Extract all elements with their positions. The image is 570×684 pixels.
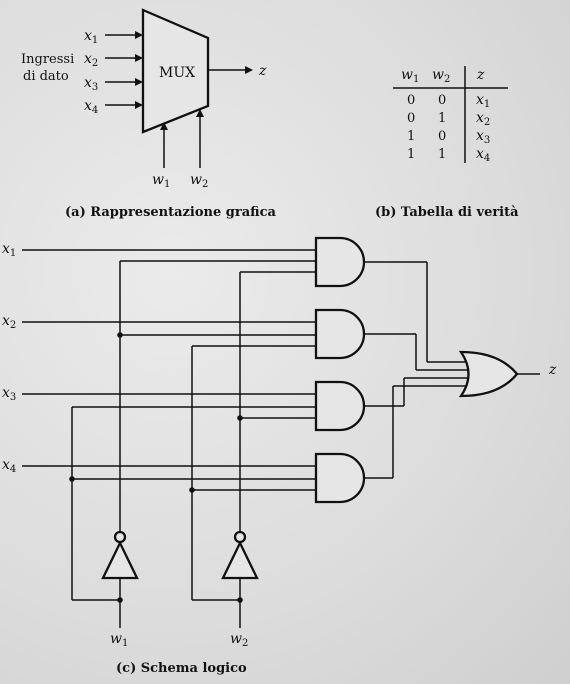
tt-header-w2: w2 [432,67,450,85]
svg-text:x1: x1 [476,92,490,110]
svg-text:0: 0 [438,129,446,144]
svg-text:0: 0 [407,93,415,108]
select-bus-wires [71,260,316,628]
mux-select-w1-label: w1 [152,172,170,190]
svg-text:0: 0 [438,93,446,108]
panel-b-caption: (b) Tabella di verità [375,205,519,220]
tt-header-z: z [476,67,485,83]
and-gate-2 [314,308,366,360]
tt-header-w1: w1 [401,67,419,85]
svg-text:1: 1 [438,147,446,162]
junction-dots [69,332,243,603]
not-gate-w1 [101,530,139,600]
mux-select-w2-label: w2 [190,172,208,190]
svg-text:1: 1 [407,147,415,162]
data-inputs-label-line2: di dato [23,69,69,84]
mux-select-arrows [160,109,204,168]
input-x1-label: x1 [2,241,16,259]
data-input-wires [22,249,316,467]
panel-c-caption: (c) Schema logico [116,661,247,676]
and-gate-3 [314,380,366,432]
and-to-or-wires [364,261,470,479]
input-x4-label: x4 [2,457,16,475]
svg-text:1: 1 [438,111,446,126]
svg-text:x3: x3 [476,128,490,146]
and-gate-1 [314,236,366,288]
output-z-label: z [548,362,557,378]
svg-text:0: 0 [407,111,415,126]
mux-input-x2-label: x2 [84,51,98,69]
panel-c-logic-schematic: z x1 x2 x3 x4 w1 w2 (c) Schema logico [2,236,557,676]
mux-input-x3-label: x3 [84,75,98,93]
svg-text:x4: x4 [476,146,490,164]
not-gate-w2 [221,530,259,600]
mux-block [141,8,210,134]
tt-row: 0 0 x1 [407,92,490,110]
or-gate [458,350,519,398]
select-w1-label: w1 [110,631,128,649]
mux-input-arrows [105,31,143,109]
mux-output-label: z [258,63,267,79]
data-inputs-label-line1: Ingressi [21,52,74,67]
and-gate-4 [314,452,366,504]
mux-input-x4-label: x4 [84,98,98,116]
panel-a-caption: (a) Rappresentazione grafica [65,205,277,220]
svg-text:x2: x2 [476,110,490,128]
panel-a-graphic-representation: MUX z x1 x2 x3 x4 Ingressi di dato w1 w2… [21,8,277,220]
tt-row: 1 0 x3 [407,128,490,146]
input-x3-label: x3 [2,385,16,403]
mux-input-x1-label: x1 [84,28,98,46]
input-x2-label: x2 [2,313,16,331]
tt-row: 1 1 x4 [407,146,490,164]
select-w2-label: w2 [230,631,248,649]
tt-row: 0 1 x2 [407,110,490,128]
mux-label: MUX [159,65,195,81]
panel-b-truth-table: w1 w2 z 0 0 x1 0 1 x2 1 0 x3 1 1 x4 (b) … [375,66,519,220]
svg-text:1: 1 [407,129,415,144]
